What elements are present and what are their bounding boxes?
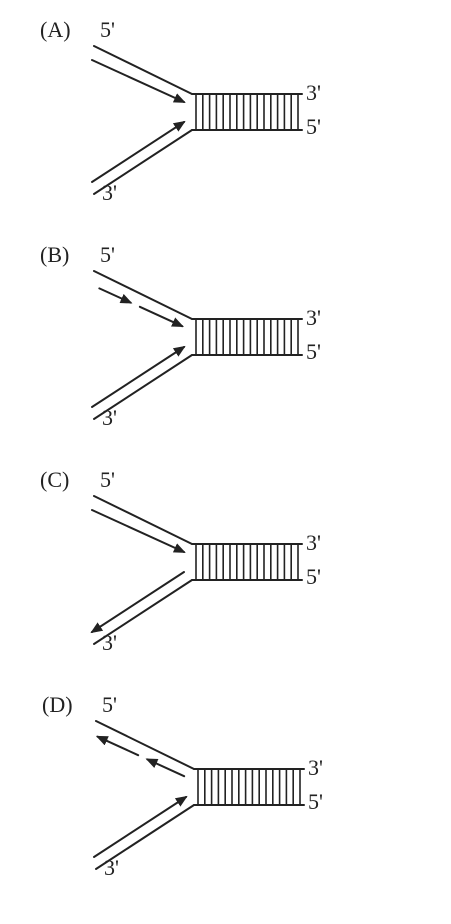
top-okazaki-fragment-2 — [138, 305, 184, 328]
bottom-parental-strand — [93, 129, 193, 195]
top-parental-strand — [93, 495, 193, 545]
top-parental-strand — [93, 270, 193, 320]
right-bottom-end-label: 5' — [308, 789, 323, 814]
right-bottom-end-label: 5' — [306, 339, 321, 364]
right-top-end-label: 3' — [308, 755, 323, 780]
top-daughter-strand — [91, 509, 186, 553]
right-top-end-label: 3' — [306, 80, 321, 105]
bottom-parental-strand — [95, 804, 195, 870]
top-left-end-label: 5' — [100, 242, 115, 267]
panel-label: (A) — [40, 17, 71, 42]
panel-b: (B)5'3'5'3' — [40, 242, 321, 430]
right-top-end-label: 3' — [306, 305, 321, 330]
panel-label: (B) — [40, 242, 69, 267]
top-parental-strand — [93, 45, 193, 95]
bottom-daughter-strand — [93, 795, 188, 858]
bottom-daughter-strand — [91, 345, 186, 408]
top-parental-strand — [95, 720, 195, 770]
bottom-parental-strand — [93, 354, 193, 420]
bottom-parental-strand — [93, 579, 193, 645]
panel-label: (D) — [42, 692, 73, 717]
top-okazaki-fragment-1 — [98, 287, 133, 304]
top-daughter-strand — [91, 59, 186, 103]
right-top-end-label: 3' — [306, 530, 321, 555]
top-left-end-label: 5' — [102, 692, 117, 717]
top-left-end-label: 5' — [100, 467, 115, 492]
panel-label: (C) — [40, 467, 69, 492]
bottom-daughter-strand — [91, 120, 186, 183]
right-bottom-end-label: 5' — [306, 114, 321, 139]
top-okazaki-fragment-2 — [95, 735, 140, 757]
right-bottom-end-label: 5' — [306, 564, 321, 589]
panel-c: (C)5'3'5'3' — [40, 467, 321, 655]
top-left-end-label: 5' — [100, 17, 115, 42]
top-okazaki-fragment-1 — [145, 758, 186, 778]
bottom-daughter-strand — [90, 571, 185, 634]
panel-d: (D)5'3'5'3' — [42, 692, 323, 880]
panel-a: (A)5'3'5'3' — [40, 17, 321, 205]
